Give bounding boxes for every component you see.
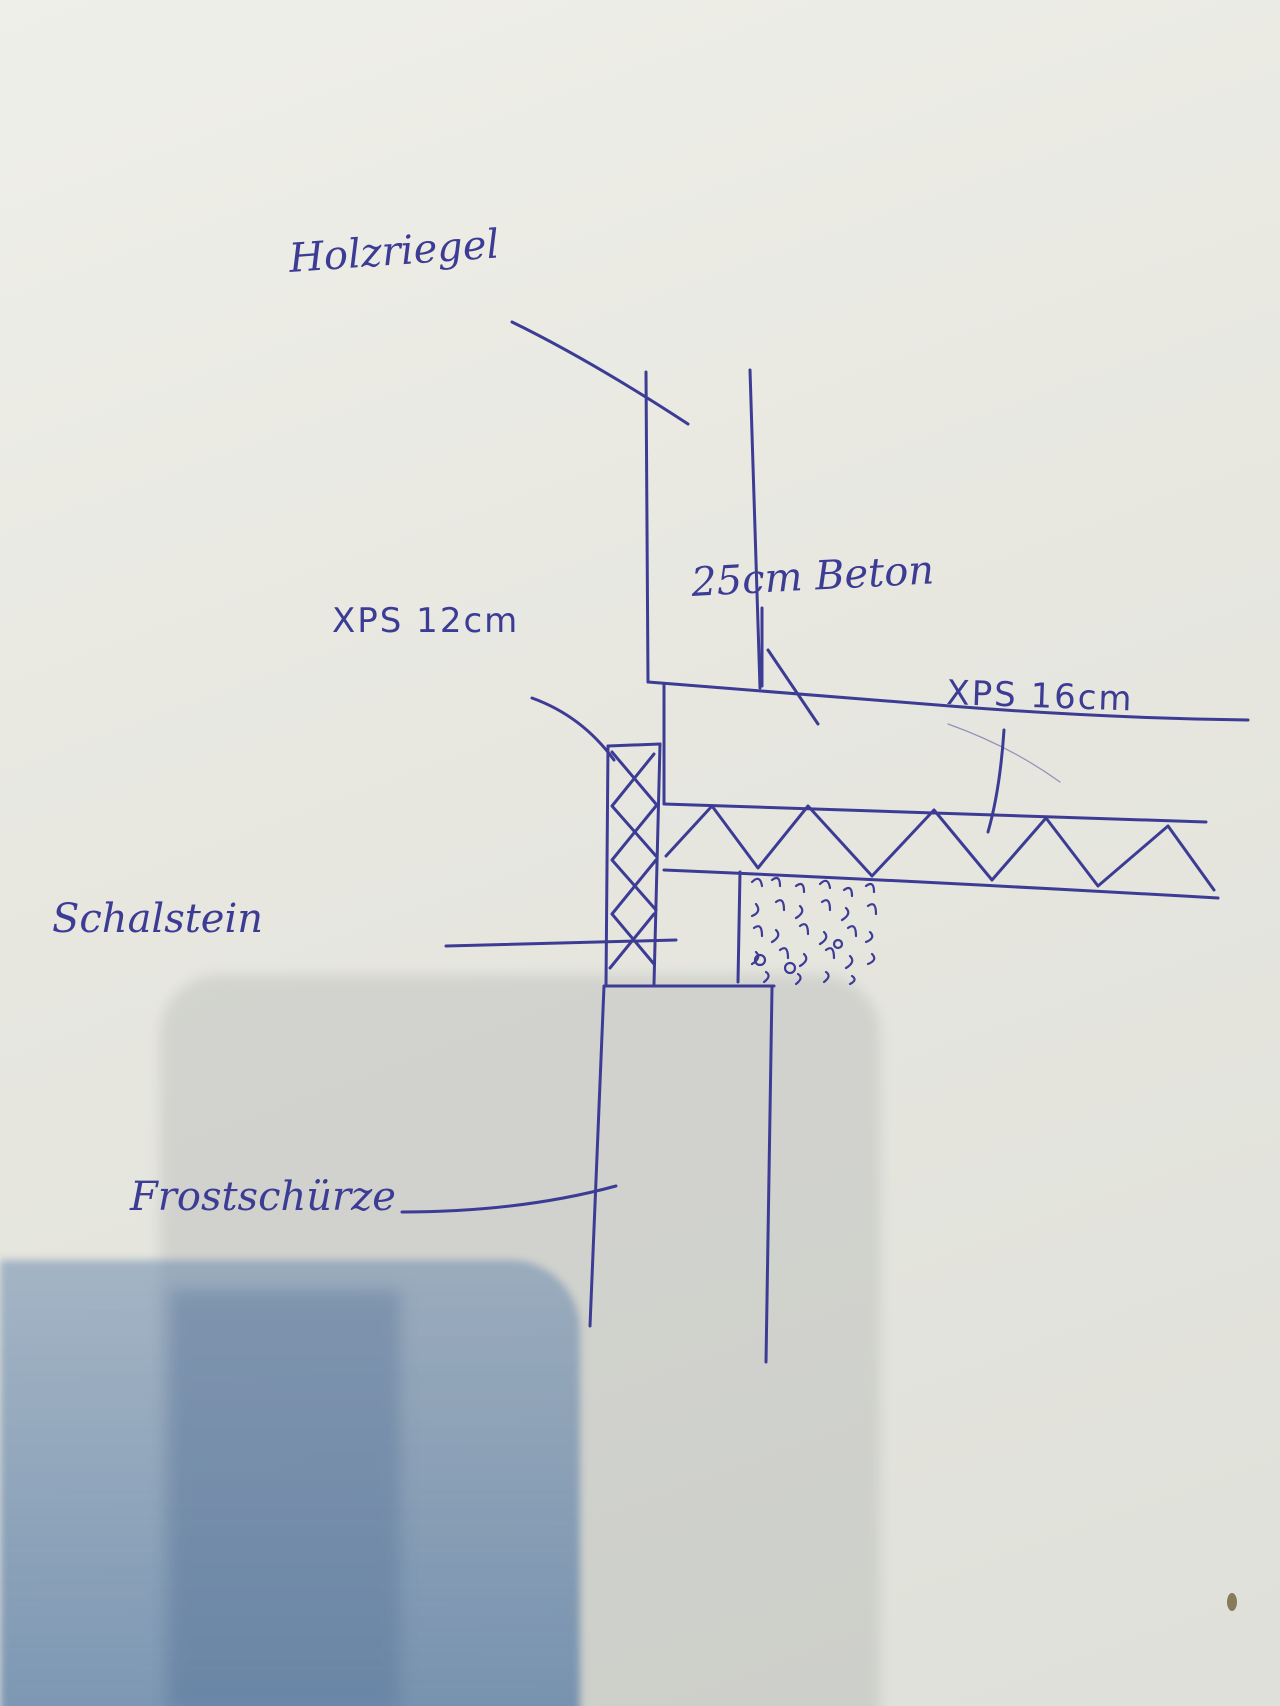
frostschuerze-leader: [400, 1184, 618, 1214]
frostschuerze-right-edge: [764, 986, 774, 1364]
frostschuerze-left-edge: [588, 984, 606, 1328]
xps-wall-top: [606, 742, 662, 748]
xps-floor-zigzag: [664, 804, 1216, 892]
label-beton: 25cm Beton: [689, 547, 935, 606]
schalstein-leader: [444, 938, 678, 948]
xps-floor-leader-hook: [947, 723, 1061, 783]
gravel-fill: [750, 876, 878, 986]
label-xps-wall: XPS 12cm: [332, 601, 519, 641]
slab-top-line: [646, 680, 1250, 722]
blue-object-core: [170, 1290, 400, 1706]
xps-floor-top: [662, 802, 1208, 824]
paper-speck: [1227, 1593, 1237, 1611]
label-frostschuerze: Frostschürze: [129, 1174, 396, 1220]
xps-floor-bottom: [662, 868, 1220, 900]
xps-wall-crosshatch: [608, 750, 658, 970]
holzriegel-leader: [510, 320, 690, 426]
label-schalstein: Schalstein: [52, 896, 263, 942]
xps-wall-leader: [530, 696, 616, 762]
xps-floor-leader: [986, 728, 1006, 834]
beton-leader-diagonal: [766, 648, 820, 726]
blue-object-shadow: [0, 1260, 580, 1706]
label-xps-floor: XPS 16cm: [946, 673, 1135, 720]
schalstein-inner-edge: [736, 870, 742, 984]
upper-wall-right-edge: [748, 368, 762, 690]
xps-wall-outer-edge: [604, 744, 610, 988]
label-holzriegel: Holzriegel: [286, 221, 500, 282]
upper-wall-left-edge: [644, 370, 650, 684]
xps-wall-inner-edge: [652, 742, 662, 986]
